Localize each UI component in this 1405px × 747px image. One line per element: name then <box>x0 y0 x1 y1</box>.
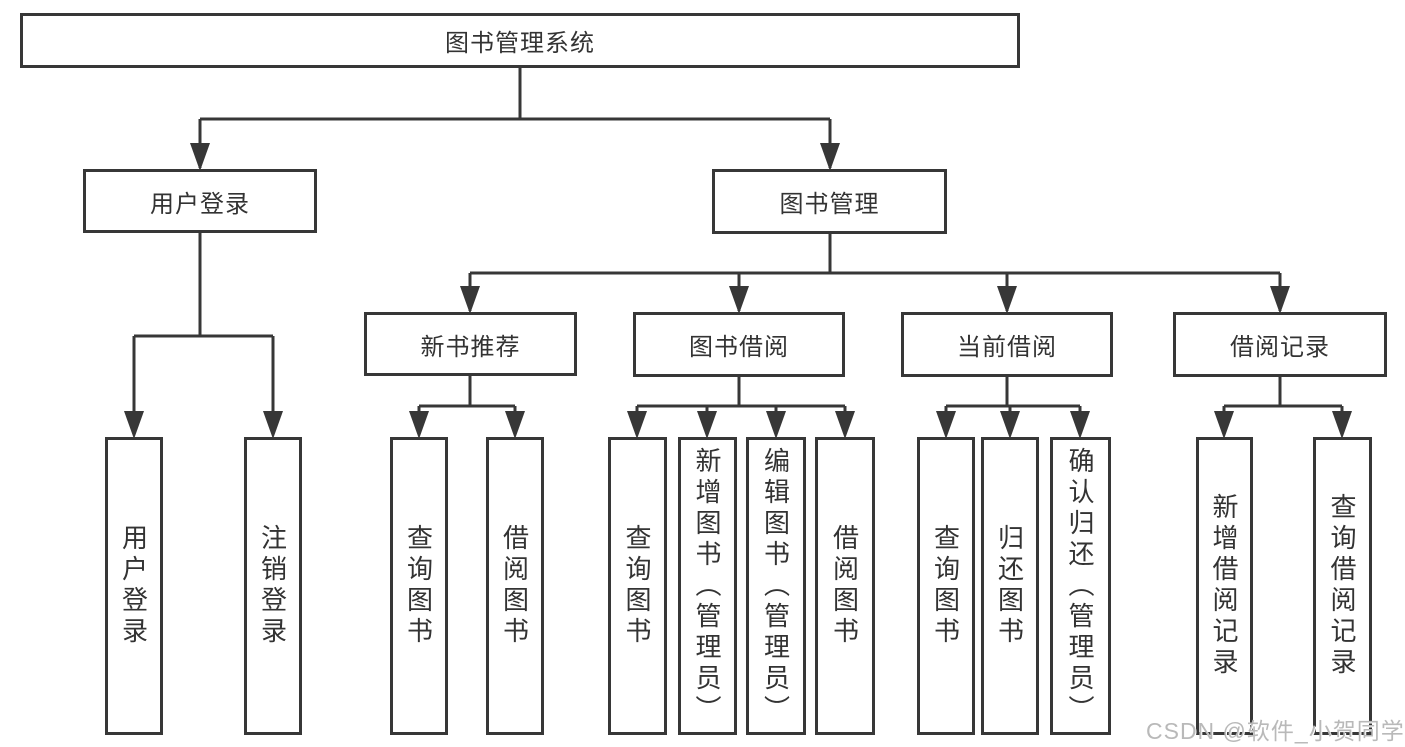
leaf-logout: 注销登录 <box>244 437 302 735</box>
arrowhead-icon <box>124 411 144 439</box>
arrowhead-icon <box>820 143 840 171</box>
arrowhead-icon <box>729 286 749 314</box>
node-new-book-recommend: 新书推荐 <box>364 312 577 376</box>
arrowhead-icon <box>1070 411 1090 439</box>
node-current-borrowing: 当前借阅 <box>901 312 1113 377</box>
arrowhead-icon <box>1000 411 1020 439</box>
arrowhead-icon <box>409 411 429 439</box>
leaf-confirm-return-admin: 确认归还（管理员） <box>1050 437 1111 735</box>
node-book-management: 图书管理 <box>712 169 947 234</box>
arrowhead-icon <box>505 411 525 439</box>
arrowhead-icon <box>766 411 786 439</box>
leaf-query-books-current: 查询图书 <box>917 437 975 735</box>
arrowhead-icon <box>460 286 480 314</box>
leaf-user-login: 用户登录 <box>105 437 163 735</box>
leaf-query-books-recommend: 查询图书 <box>390 437 448 735</box>
watermark: CSDN @软件_小贺同学 <box>1146 718 1405 744</box>
arrowhead-icon <box>997 286 1017 314</box>
leaf-query-borrow-record: 查询借阅记录 <box>1313 437 1372 735</box>
node-book-borrowing: 图书借阅 <box>633 312 845 377</box>
leaf-add-borrow-record: 新增借阅记录 <box>1196 437 1253 735</box>
arrowhead-icon <box>835 411 855 439</box>
arrowhead-icon <box>1214 411 1234 439</box>
node-borrow-records: 借阅记录 <box>1173 312 1387 377</box>
node-user-login: 用户登录 <box>83 169 317 233</box>
arrowhead-icon <box>627 411 647 439</box>
arrowhead-icon <box>697 411 717 439</box>
leaf-add-book-admin: 新增图书（管理员） <box>678 437 737 735</box>
leaf-query-books-borrowing: 查询图书 <box>608 437 667 735</box>
leaf-return-books: 归还图书 <box>981 437 1039 735</box>
arrowhead-icon <box>936 411 956 439</box>
arrowhead-icon <box>263 411 283 439</box>
arrowhead-icon <box>190 143 210 171</box>
node-root: 图书管理系统 <box>20 13 1020 68</box>
connector-path <box>132 68 1344 434</box>
arrowhead-icon <box>1332 411 1352 439</box>
leaf-borrow-books-recommend: 借阅图书 <box>486 437 544 735</box>
leaf-borrow-books-borrowing: 借阅图书 <box>815 437 875 735</box>
arrowhead-icon <box>1270 286 1290 314</box>
leaf-edit-book-admin: 编辑图书（管理员） <box>746 437 806 735</box>
